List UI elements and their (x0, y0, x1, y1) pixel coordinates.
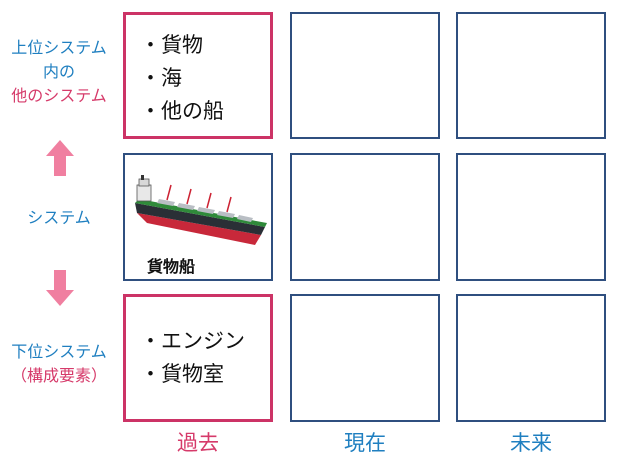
system-label: システム (27, 208, 91, 227)
upper-system-label: 上位システム 内の 他のシステム (0, 36, 118, 108)
list-item: エンジン (140, 325, 245, 358)
ship-caption: 貨物船 (147, 257, 196, 276)
column-future: 未来 (510, 431, 552, 455)
lower-label-line1: 下位システム (11, 342, 107, 361)
cell-lower-future (456, 294, 606, 422)
cell-system-present (290, 153, 440, 281)
upper-label-line3: 他のシステム (11, 86, 107, 105)
cell-system-future (456, 153, 606, 281)
list-item: 海 (140, 62, 224, 95)
lower-system-label: 下位システム （構成要素） (0, 340, 118, 388)
upper-past-list: 貨物 海 他の船 (140, 29, 224, 128)
column-present: 現在 (344, 431, 386, 455)
lower-past-list: エンジン 貨物室 (140, 325, 245, 391)
cell-upper-past: 貨物 海 他の船 (123, 12, 273, 139)
lower-label-line2: （構成要素） (10, 366, 107, 385)
cell-lower-present (290, 294, 440, 422)
list-item: 貨物室 (140, 358, 245, 391)
cell-upper-future (456, 12, 606, 139)
list-item: 貨物 (140, 29, 224, 62)
arrow-down-icon (46, 270, 74, 306)
list-item: 他の船 (140, 95, 224, 128)
cargo-ship-icon (135, 175, 267, 245)
arrow-up-icon (46, 140, 74, 176)
upper-label-line2: 内の (42, 62, 75, 81)
cell-system-past: 貨物船 (123, 153, 273, 281)
cell-lower-past: エンジン 貨物室 (123, 294, 273, 422)
upper-label-line1: 上位システム (11, 38, 107, 57)
column-past: 過去 (177, 431, 219, 455)
cell-upper-present (290, 12, 440, 139)
